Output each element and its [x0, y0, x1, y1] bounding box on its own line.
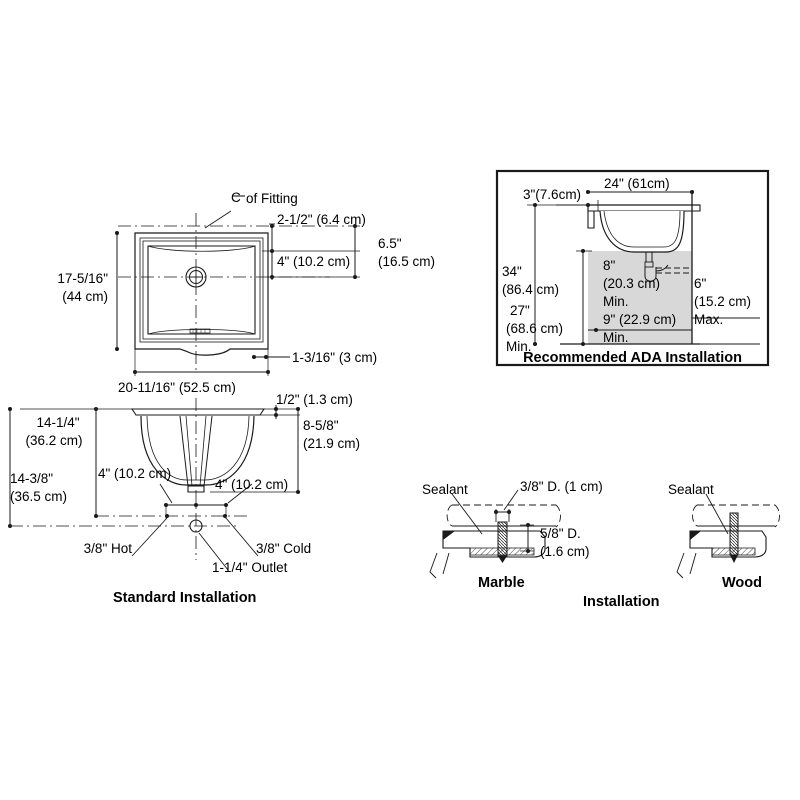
callout-hot: 3/8" Hot: [83, 541, 132, 556]
marble-sealant-label: Sealant: [422, 482, 468, 497]
plan-centerline-symbol: C: [231, 190, 241, 205]
standard-installation-caption: Standard Installation: [113, 590, 257, 606]
marble-label: Marble: [478, 575, 525, 591]
ada-dim-front-edge-offset: 3"(7.6cm): [523, 187, 582, 202]
dim-counter-to-supply: 14-1/4": [36, 415, 80, 430]
ada-dim-knee-depth: 8": [603, 258, 616, 273]
ada-dim-counter-height-metric: (86.4 cm): [502, 282, 560, 297]
wood-sealant-label: Sealant: [668, 482, 714, 497]
ada-dim-toe-height: 6": [694, 276, 707, 291]
plan-view-geometry: [115, 195, 360, 376]
callout-outlet: 1-1/4" Outlet: [212, 560, 288, 575]
dim-rim-thickness: 1/2" (1.3 cm): [276, 392, 353, 407]
ada-dim-knee-clearance-height-metric: (68.6 cm): [506, 321, 564, 336]
ada-dim-toe-depth: 9" (22.9 cm): [603, 312, 677, 327]
ada-panel-geometry: [495, 169, 770, 367]
callout-cold: 3/8" Cold: [256, 541, 312, 556]
dim-back-to-drain-total: 6.5": [378, 236, 402, 251]
dim-basin-depth-metric: (21.9 cm): [303, 436, 361, 451]
marble-clip-diameter: 3/8" D. (1 cm): [520, 479, 603, 494]
ada-dim-counter-height: 34": [502, 264, 522, 279]
marble-embed-depth-metric: (1.6 cm): [540, 544, 590, 559]
ada-dim-counter-depth: 24" (61cm): [604, 176, 670, 191]
dim-plan-overall-height: 17-5/16": [57, 271, 108, 286]
dim-counter-to-floor-ref: 14-3/8": [10, 471, 54, 486]
ada-dim-knee-depth-qualifier: Min.: [603, 294, 629, 309]
dim-faucet-back-offset: 2-1/2" (6.4 cm): [277, 212, 366, 227]
marble-detail-geometry: [429, 489, 561, 579]
ada-installation-caption: Recommended ADA Installation: [523, 350, 742, 366]
ada-dim-knee-clearance-qualifier: Min.: [506, 339, 532, 354]
dim-plan-overall-height-metric: (44 cm): [62, 289, 108, 304]
dim-counter-to-floor-ref-metric: (36.5 cm): [10, 489, 68, 504]
dim-supply-right-offset: 4" (10.2 cm): [215, 477, 289, 492]
ada-dim-knee-clearance-height: 27": [510, 303, 530, 318]
dim-supply-left-offset: 4" (10.2 cm): [98, 466, 172, 481]
dim-basin-depth: 8-5/8": [303, 418, 339, 433]
ada-dim-toe-depth-qualifier: Min.: [603, 330, 629, 345]
plan-centerline-label: of Fitting: [246, 191, 298, 206]
wood-label: Wood: [722, 575, 762, 591]
installation-caption: Installation: [583, 594, 660, 610]
section-view-geometry: [8, 398, 300, 571]
dim-plan-overall-width: 20-11/16" (52.5 cm): [118, 380, 236, 395]
dim-faucet-to-drain: 4" (10.2 cm): [277, 254, 351, 269]
dim-rim-width: 1-3/16" (3 cm): [292, 350, 378, 365]
dim-counter-to-supply-metric: (36.2 cm): [25, 433, 83, 448]
wood-detail-geometry: [676, 493, 780, 579]
ada-dim-toe-height-metric: (15.2 cm): [694, 294, 752, 309]
marble-embed-depth: 5/8" D.: [540, 526, 581, 541]
dim-back-to-drain-total-metric: (16.5 cm): [378, 254, 436, 269]
ada-dim-knee-depth-metric: (20.3 cm): [603, 276, 661, 291]
ada-dim-toe-height-qualifier: Max.: [694, 312, 724, 327]
